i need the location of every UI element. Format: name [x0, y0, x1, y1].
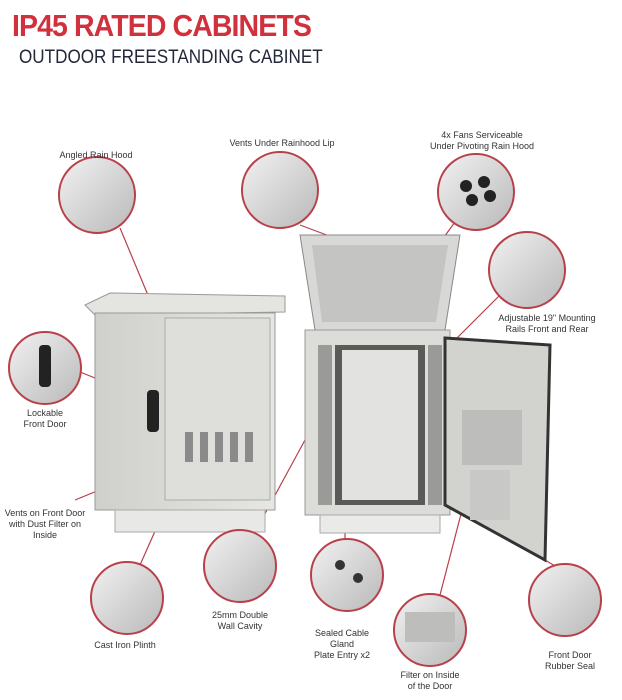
label-line: of the Door — [407, 681, 453, 691]
label-line: Under Pivoting Rain Hood — [429, 141, 535, 151]
label-line: Gland — [329, 639, 355, 649]
callout-vents-rainhood: Vents Under Rainhood Lip — [229, 138, 335, 148]
label-line: Sealed Cable — [314, 628, 370, 638]
label-line: with Dust Filter on — [8, 519, 82, 529]
detail-rain-hood — [58, 156, 136, 234]
detail-vents-rainhood — [241, 151, 319, 229]
label-line: Rubber Seal — [544, 661, 596, 671]
detail-plinth — [90, 561, 164, 635]
detail-cable-gland — [310, 538, 384, 612]
open-cabinet — [299, 234, 552, 563]
page-title: IP45 RATED CABINETS — [12, 8, 312, 43]
callout-plinth: Cast Iron Plinth — [94, 640, 156, 650]
detail-fans — [437, 153, 515, 231]
detail-rubber-seal — [528, 563, 602, 637]
label-line: Adjustable 19" Mounting — [498, 313, 596, 323]
label-line: Inside — [32, 530, 58, 540]
label-line: 4x Fans Serviceable — [441, 130, 523, 140]
label-line: Front Door — [23, 419, 67, 429]
label-line: Lockable — [26, 408, 64, 418]
detail-wall-cavity — [203, 529, 277, 603]
label-line: Rails Front and Rear — [505, 324, 589, 334]
closed-cabinet — [84, 292, 286, 533]
detail-mounting-rails — [488, 231, 566, 309]
label-line: Filter on Inside — [400, 670, 460, 680]
door-lock — [147, 390, 159, 432]
label-line: Vents on Front Door — [4, 508, 86, 518]
label-line: Wall Cavity — [217, 621, 263, 631]
callout-angled-rain-hood: Angled Rain Hood — [59, 150, 133, 160]
label-line: 25mm Double — [211, 610, 269, 620]
label-line: Front Door — [548, 650, 592, 660]
label-line: Plate Entry x2 — [313, 650, 371, 660]
page-subtitle: OUTDOOR FREESTANDING CABINET — [19, 47, 323, 68]
